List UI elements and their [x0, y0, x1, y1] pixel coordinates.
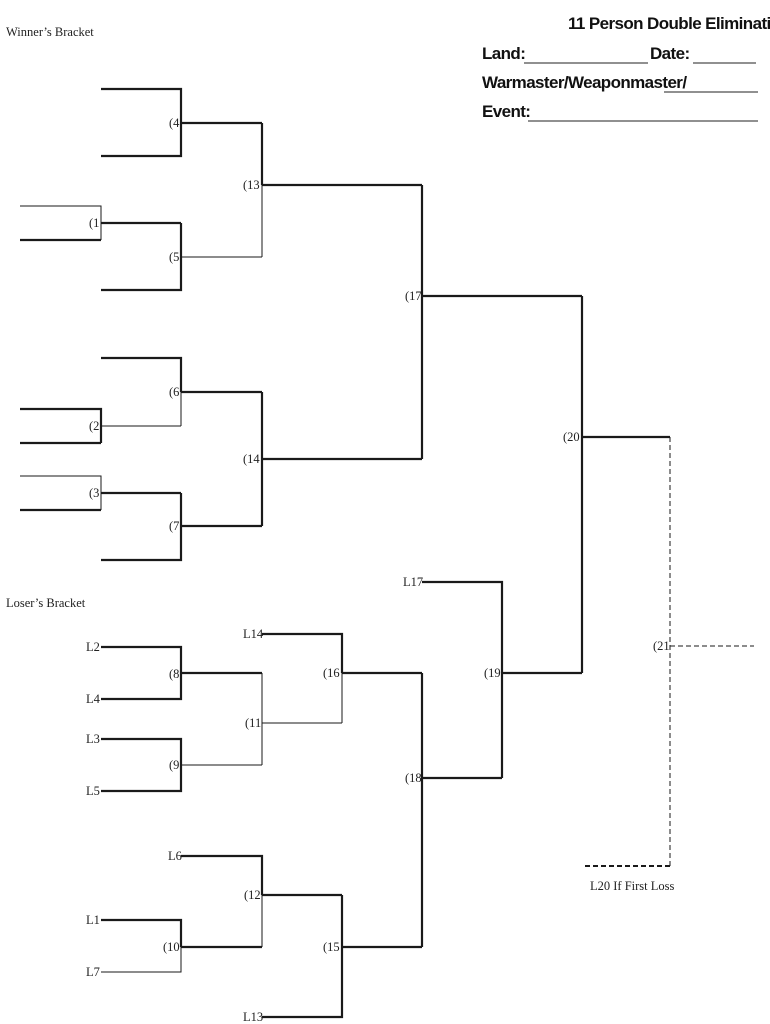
losers-bracket-label: Loser’s Bracket: [6, 596, 86, 610]
l20-note: L20 If First Loss: [590, 879, 675, 893]
match-17-label: (17: [405, 289, 422, 303]
slot-l7: L7: [86, 965, 100, 979]
warmaster-label: Warmaster/Weaponmaster/: [482, 73, 687, 92]
slot-l4: L4: [86, 692, 101, 706]
match-12-label: (12: [244, 888, 261, 902]
land-label: Land:: [482, 44, 525, 63]
match-8-label: (8: [169, 667, 179, 681]
match-3-label: (3: [89, 486, 99, 500]
match-9-label: (9: [169, 758, 179, 772]
match-6-upper: [101, 356, 183, 392]
sheet-title: 11 Person Double Elimination: [568, 14, 770, 33]
match-10-upper: [101, 918, 183, 947]
slot-l2: L2: [86, 640, 100, 654]
match-11-label: (11: [245, 716, 261, 730]
event-label: Event:: [482, 102, 530, 121]
match-10-label: (10: [163, 940, 180, 954]
winners-bracket-label: Winner’s Bracket: [6, 25, 94, 39]
match-15-bracket: [262, 895, 344, 1019]
match-7-label: (7: [169, 519, 179, 533]
match-2-label: (2: [89, 419, 99, 433]
match-15-label: (15: [323, 940, 340, 954]
slot-l14: L14: [243, 627, 264, 641]
match-3-upper: [20, 475, 102, 510]
match-19-bracket: [422, 580, 504, 778]
slot-l1: L1: [86, 913, 100, 927]
match-13-label: (13: [243, 178, 260, 192]
match-16-upper: [262, 632, 344, 673]
match-5-bracket: [101, 223, 183, 292]
match-1-upper: [20, 205, 102, 240]
slot-l5: L5: [86, 784, 100, 798]
match-10-lower: [101, 947, 182, 973]
match-1-label: (1: [89, 216, 99, 230]
match-4-label: (4: [169, 116, 180, 130]
match-14-label: (14: [243, 452, 260, 466]
match-2-upper: [20, 407, 103, 443]
match-20-label: (20: [563, 430, 580, 444]
slot-l13: L13: [243, 1010, 263, 1024]
match-5-label: (5: [169, 250, 179, 264]
slot-l3: L3: [86, 732, 100, 746]
match-6-label: (6: [169, 385, 179, 399]
date-label: Date:: [650, 44, 690, 63]
match-12-upper: [181, 854, 264, 895]
match-18-label: (18: [405, 771, 422, 785]
match-19-label: (19: [484, 666, 501, 680]
match-7-bracket: [101, 493, 183, 562]
match-21-label: (21: [653, 639, 670, 653]
slot-l17: L17: [403, 575, 423, 589]
slot-l6: L6: [168, 849, 182, 863]
match-16-label: (16: [323, 666, 340, 680]
